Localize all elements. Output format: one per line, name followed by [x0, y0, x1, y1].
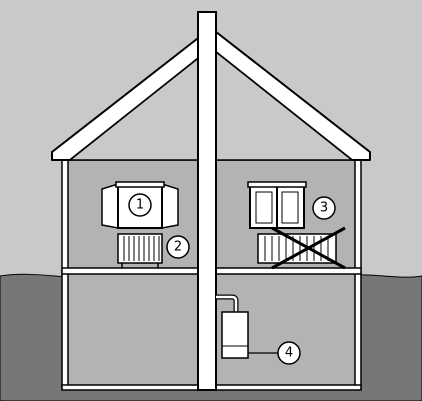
callout-1: 1: [128, 193, 152, 217]
chimney-icon: [197, 11, 217, 391]
boiler-icon: [216, 294, 278, 359]
callout-label-1: 1: [136, 198, 144, 213]
callout-4: 4: [277, 341, 301, 365]
window-icon: [101, 181, 179, 229]
radiator-icon-crossed: [257, 226, 346, 270]
callout-label-4: 4: [285, 346, 293, 361]
callout-label-3: 3: [320, 201, 328, 216]
radiator-icon: [117, 233, 163, 268]
callout-2: 2: [166, 235, 190, 259]
window-icon-closed: [247, 181, 307, 229]
callout-3: 3: [312, 196, 336, 220]
callout-label-2: 2: [174, 240, 182, 255]
